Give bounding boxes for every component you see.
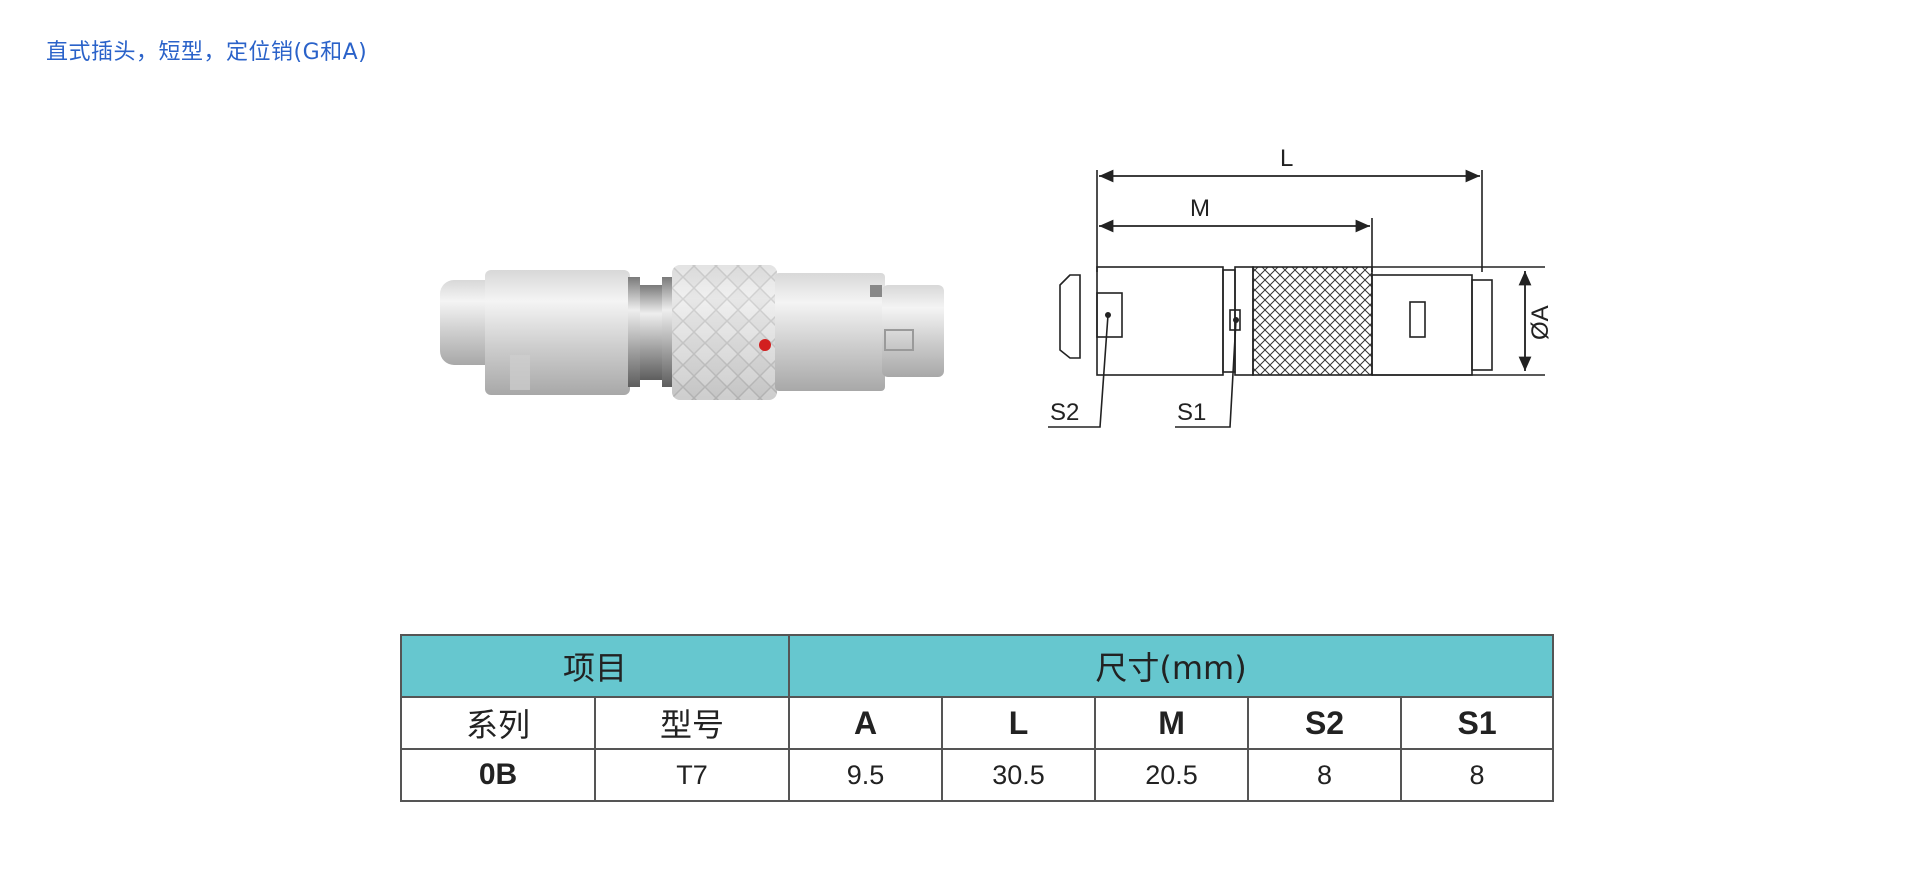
label-A: ØA [1527,305,1554,340]
red-dot-indicator [759,339,771,351]
connector-photo [440,265,944,400]
page-title: 直式插头，短型，定位销(G和A) [46,40,368,65]
col-series: 系列 [400,696,596,750]
knurl-section [1252,266,1373,376]
cell-series: 0B [400,748,596,802]
dimension-table: 项目 尺寸(mm) 系列 型号 A L M S2 S1 0B T7 9.5 30… [399,634,1555,802]
header-item: 项目 [399,634,791,698]
front-barrel [775,273,885,391]
col-S2: S2 [1247,696,1403,750]
col-L: L [941,696,1097,750]
cell-S2: 8 [1247,748,1403,802]
table-row: 0B T7 9.5 30.5 20.5 8 8 [400,748,1555,802]
col-A: A [788,696,944,750]
body-sleeve [485,270,630,395]
dimension-drawing: L M ØA S2 S1 [1048,145,1554,428]
table-header-row: 项目 尺寸(mm) [399,634,1555,698]
header-dimension: 尺寸(mm) [788,634,1555,698]
label-M: M [1190,195,1210,222]
cell-A: 9.5 [788,748,944,802]
col-S1: S1 [1400,696,1555,750]
cell-S1: 8 [1400,748,1555,802]
cell-M: 20.5 [1094,748,1250,802]
cell-L: 30.5 [941,748,1097,802]
table-column-row: 系列 型号 A L M S2 S1 [400,696,1555,750]
col-M: M [1094,696,1250,750]
label-S1: S1 [1177,399,1206,426]
cell-model: T7 [593,748,791,802]
label-S2: S2 [1050,399,1079,426]
label-L: L [1280,145,1293,172]
col-model: 型号 [593,696,791,750]
